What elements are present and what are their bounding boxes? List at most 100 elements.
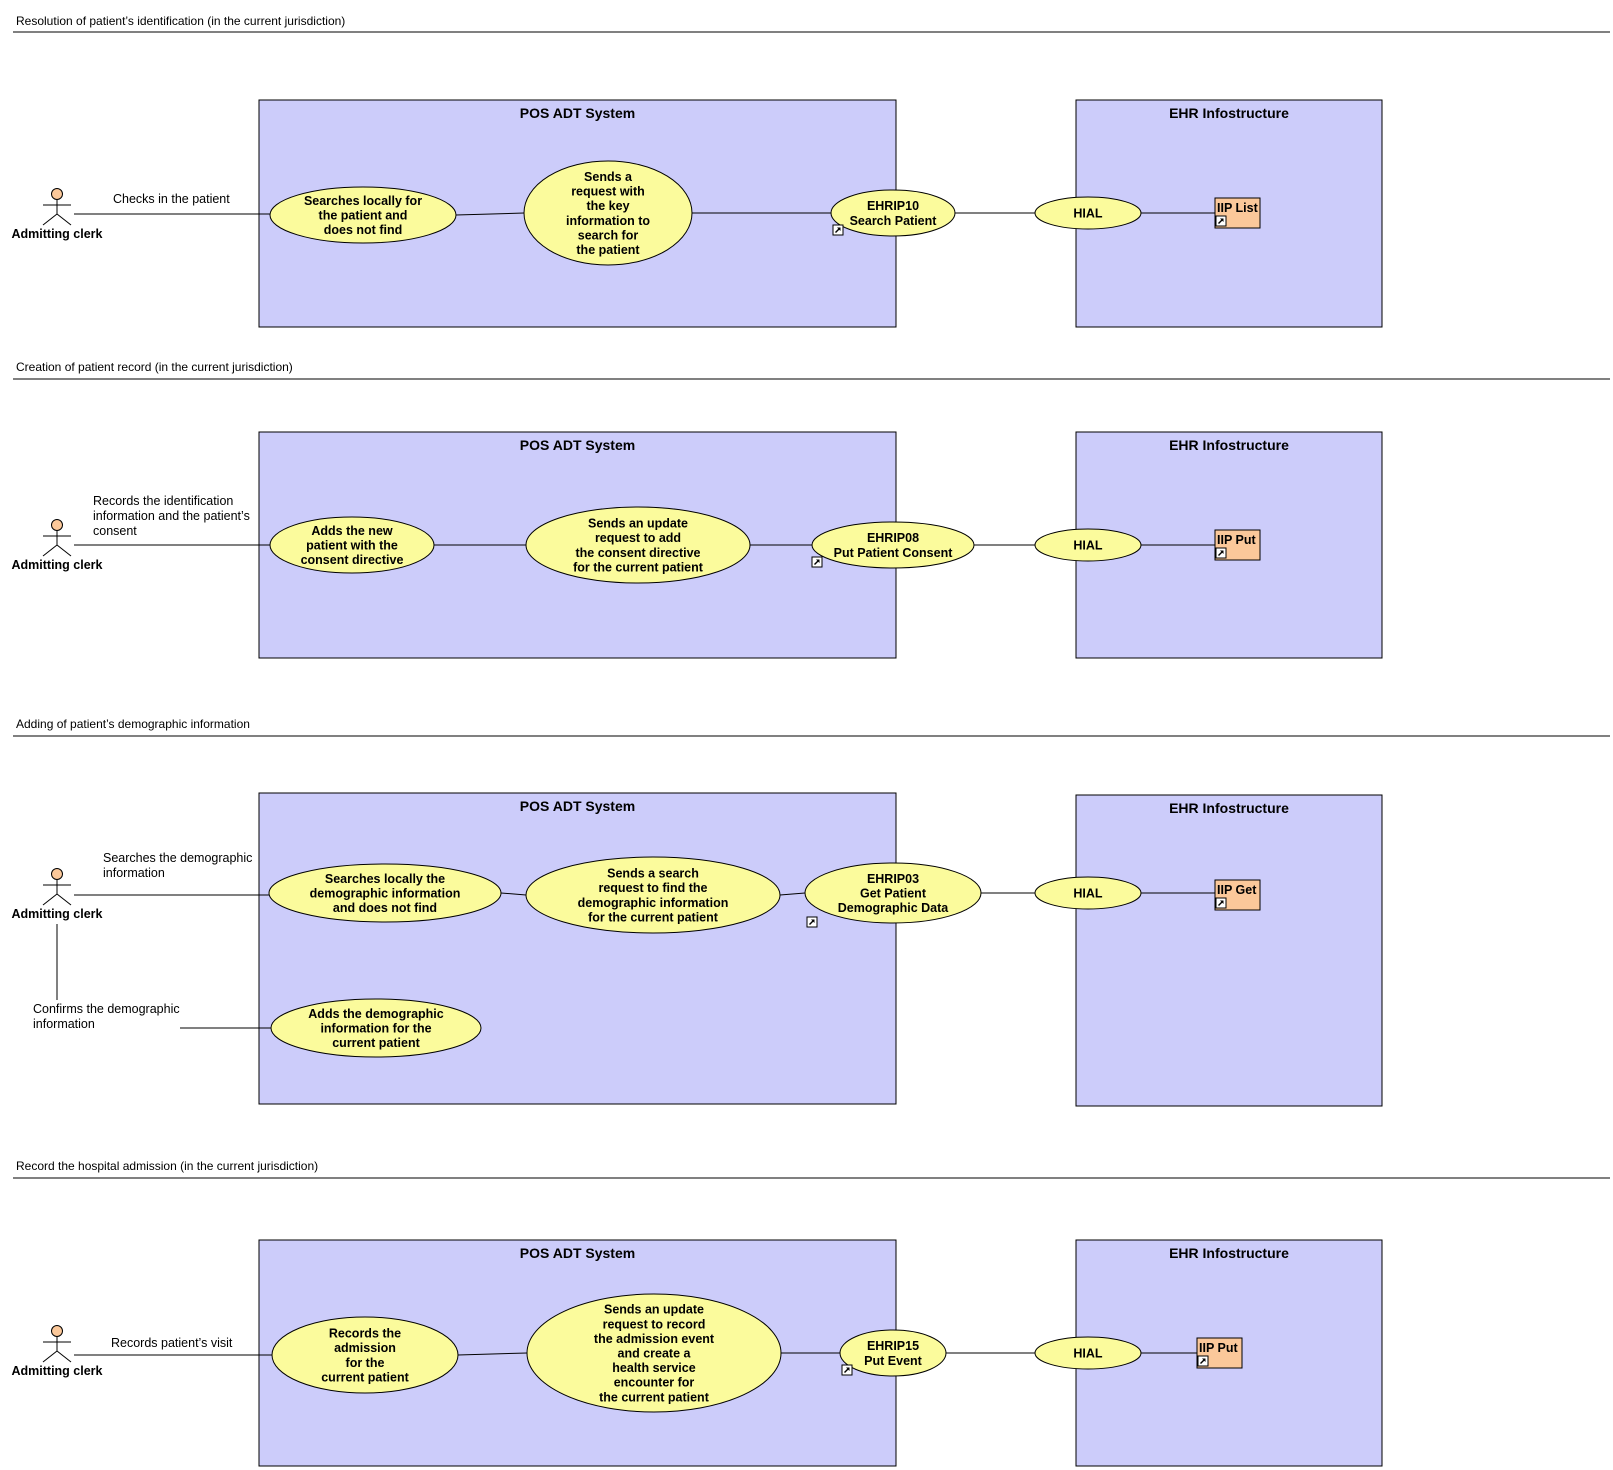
use-case-hial-shape[interactable] xyxy=(1034,528,1142,562)
use-case-hial[interactable]: HIAL xyxy=(1034,876,1142,910)
use-case-ehrip-text: EHRIP15 xyxy=(867,1339,919,1353)
use-case-ehrip-shape[interactable] xyxy=(811,521,975,569)
pos-adt-system-boundary-title: POS ADT System xyxy=(520,437,635,453)
iip-label: IIP Put xyxy=(1217,533,1257,547)
use-case-local-text: Searches locally for xyxy=(304,194,422,208)
use-case-request-text: information to xyxy=(566,214,650,228)
use-case-hial[interactable]: HIAL xyxy=(1034,196,1142,230)
use-case-ehrip-text: Put Event xyxy=(864,1354,922,1368)
use-case-local-text: Records the xyxy=(329,1327,401,1341)
include-line xyxy=(457,1352,528,1356)
use-case-local-shape[interactable] xyxy=(269,186,457,244)
use-case-ehrip-shape[interactable] xyxy=(839,1329,947,1377)
use-case-request-text: request to add xyxy=(595,531,681,545)
use-case-ehrip-text: EHRIP08 xyxy=(867,531,919,545)
shortcut-arrow-icon xyxy=(1197,1355,1209,1367)
ehr-infostructure-boundary xyxy=(1075,794,1383,1107)
pos-adt-system-boundary-title: POS ADT System xyxy=(520,1245,635,1261)
use-case-local-shape[interactable] xyxy=(269,516,435,574)
section-title: Creation of patient record (in the curre… xyxy=(16,360,293,374)
use-case-confirm-text: information for the xyxy=(320,1022,431,1036)
use-case-hial-shape[interactable] xyxy=(1034,876,1142,910)
actor-name: Admitting clerk xyxy=(12,558,103,572)
actor-stick-figure-icon[interactable] xyxy=(42,868,72,906)
use-case-ehrip-text: EHRIP03 xyxy=(867,872,919,886)
actor-association-label: information xyxy=(103,866,165,880)
use-case-ehrip-text: Demographic Data xyxy=(838,901,949,915)
include-line xyxy=(500,892,527,896)
use-case-hial-shape[interactable] xyxy=(1034,1336,1142,1370)
use-case-request-shape[interactable] xyxy=(523,160,693,266)
use-case-request-text: search for xyxy=(578,228,639,242)
use-case-request-text: demographic information xyxy=(578,896,729,910)
use-case-request-text: Sends an update xyxy=(604,1303,704,1317)
use-case-local-text: Searches locally the xyxy=(325,872,445,886)
actor-name: Admitting clerk xyxy=(12,907,103,921)
iip-component[interactable]: IIP Get xyxy=(1214,879,1261,911)
pos-adt-system-boundary-title: POS ADT System xyxy=(520,798,635,814)
use-case-request-text: the admission event xyxy=(594,1332,715,1346)
use-case-request-text: Sends a xyxy=(584,170,633,184)
shortcut-arrow-icon xyxy=(806,916,818,928)
use-case-ehrip-shape[interactable] xyxy=(830,189,956,237)
use-case-hial[interactable]: HIAL xyxy=(1034,1336,1142,1370)
ehr-infostructure-boundary-title: EHR Infostructure xyxy=(1169,1245,1289,1261)
use-case-request-text: Sends an update xyxy=(588,517,688,531)
actor-association-label: information xyxy=(33,1017,95,1031)
use-case-confirm-text: Adds the demographic xyxy=(308,1007,443,1021)
use-case-request-shape[interactable] xyxy=(525,856,781,934)
shortcut-arrow-icon xyxy=(811,556,823,568)
iip-label: IIP Get xyxy=(1217,883,1257,897)
use-case-request-text: the current patient xyxy=(599,1390,710,1404)
actor-stick-figure-icon[interactable] xyxy=(42,519,72,557)
use-case-local-text: patient with the xyxy=(306,539,398,553)
iip-component[interactable]: IIP Put xyxy=(1196,1337,1243,1369)
use-case-hial[interactable]: HIAL xyxy=(1034,528,1142,562)
use-case-request-shape[interactable] xyxy=(525,506,751,584)
use-case-local-text: for the xyxy=(346,1356,385,1370)
iip-label: IIP Put xyxy=(1199,1341,1239,1355)
use-case-local-text: the patient and xyxy=(319,209,408,223)
use-case-hial-shape[interactable] xyxy=(1034,196,1142,230)
use-case-request-text: request to find the xyxy=(598,881,707,895)
use-case-request-text: request with xyxy=(571,185,645,199)
use-case-ehrip-text: EHRIP10 xyxy=(867,199,919,213)
use-case-request-text: and create a xyxy=(618,1347,692,1361)
pos-adt-system-boundary-title: POS ADT System xyxy=(520,105,635,121)
ehr-infostructure-boundary-title: EHR Infostructure xyxy=(1169,437,1289,453)
pos-adt-system-boundary xyxy=(258,792,897,1105)
use-case-local-shape[interactable] xyxy=(271,1316,459,1394)
use-case-confirm-shape[interactable] xyxy=(270,998,482,1058)
actor-stick-figure-icon[interactable] xyxy=(42,1325,72,1363)
use-case-request-text: encounter for xyxy=(614,1376,695,1390)
use-case-request-text: the key xyxy=(586,199,629,213)
use-case-ehrip-shape[interactable] xyxy=(804,862,982,924)
use-case-hial-text: HIAL xyxy=(1073,207,1103,221)
use-case-local-text: admission xyxy=(334,1341,396,1355)
use-case-request-text: health service xyxy=(612,1361,695,1375)
use-case-request-shape[interactable] xyxy=(526,1293,782,1413)
actor-name: Admitting clerk xyxy=(12,227,103,241)
actor-stick-figure-icon[interactable] xyxy=(42,188,72,226)
use-case-ehrip-text: Get Patient xyxy=(860,887,927,901)
use-case-local-text: consent directive xyxy=(301,553,404,567)
actor-name: Admitting clerk xyxy=(12,1364,103,1378)
use-case-local-text: does not find xyxy=(324,223,402,237)
iip-label: IIP List xyxy=(1217,201,1259,215)
use-case-local-shape[interactable] xyxy=(268,863,502,923)
use-case-local-text: and does not find xyxy=(333,901,437,915)
